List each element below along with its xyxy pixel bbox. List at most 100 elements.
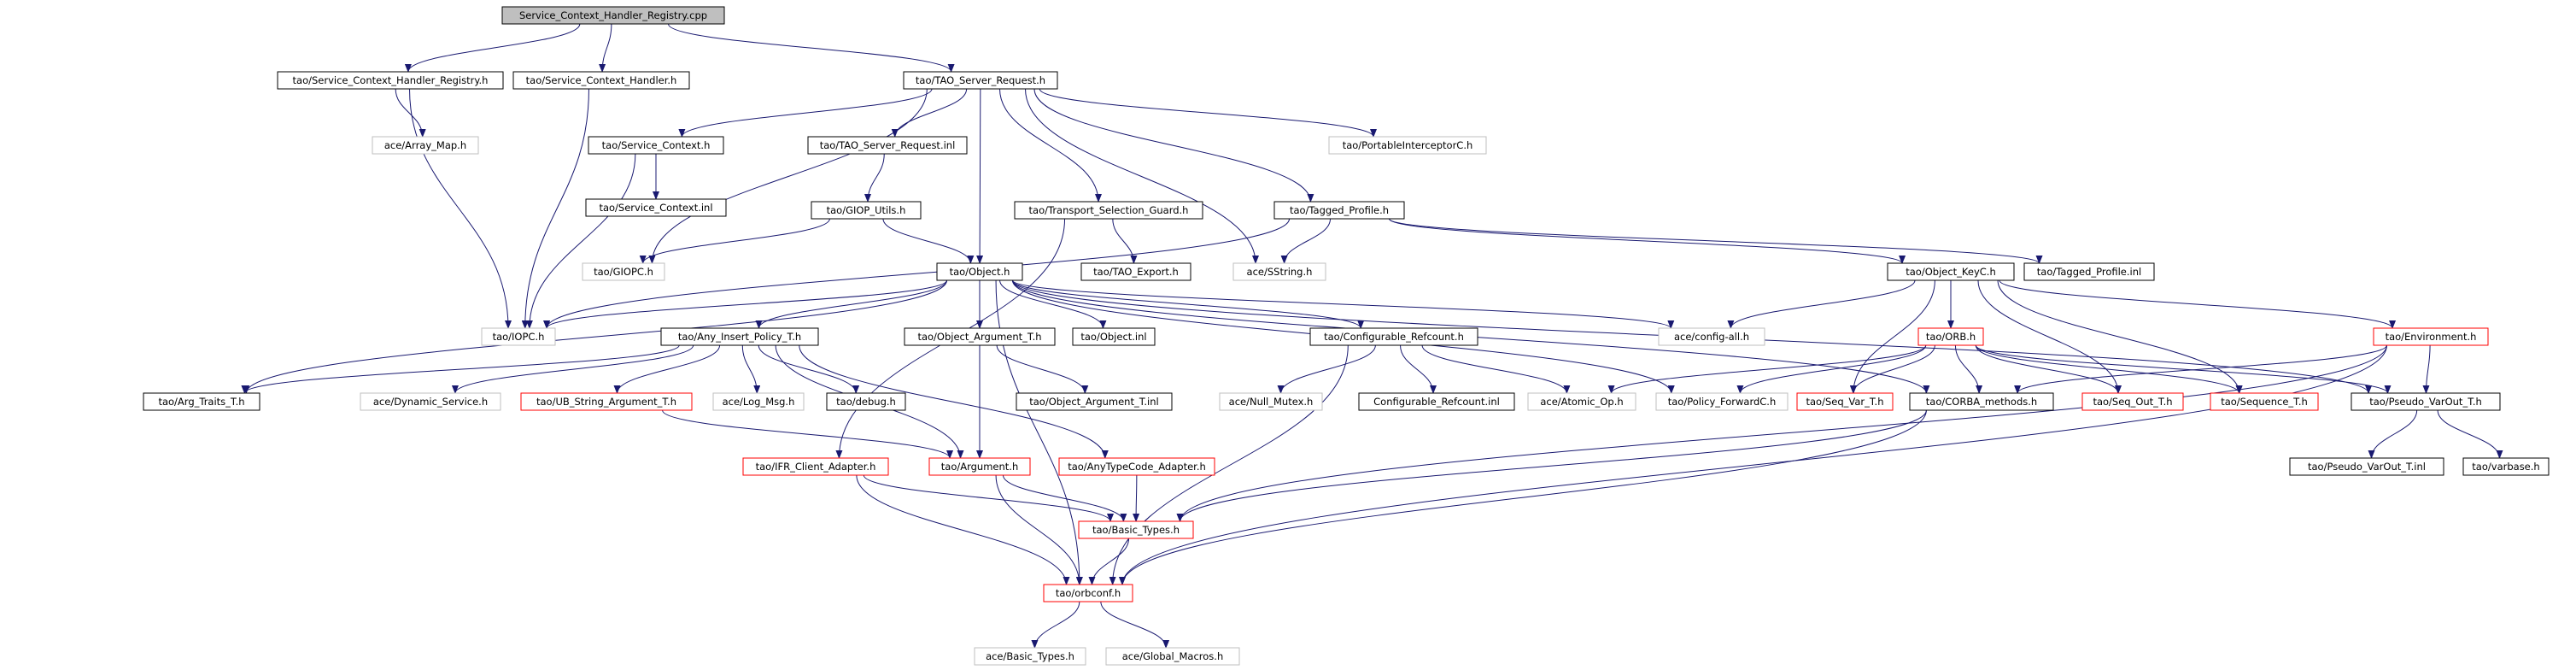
node-argument-h[interactable]: tao/Argument.h — [928, 457, 1031, 476]
node-varbase-h[interactable]: tao/varbase.h — [2462, 457, 2550, 476]
node-root: Service_Context_Handler_Registry.cpp — [501, 6, 725, 25]
node-label: tao/Configurable_Refcount.h — [1324, 331, 1464, 343]
node-ace-log-msg-h[interactable]: ace/Log_Msg.h — [712, 392, 805, 411]
node-pseudo-varout-t-inl[interactable]: tao/Pseudo_VarOut_T.inl — [2289, 457, 2444, 476]
edge-environment_h-to-pseudo_varout_t_h — [2422, 344, 2431, 394]
node-debug-h[interactable]: tao/debug.h — [826, 392, 906, 411]
node-label: tao/Service_Context.inl — [599, 202, 712, 214]
node-ace-sstring-h[interactable]: ace/SString.h — [1232, 262, 1326, 281]
node-object-h[interactable]: tao/Object.h — [936, 262, 1023, 281]
node-tao-export-h[interactable]: tao/TAO_Export.h — [1080, 262, 1191, 281]
node-portable-interceptor-c-h[interactable]: tao/PortableInterceptorC.h — [1328, 136, 1487, 155]
node-tao-server-request-h[interactable]: tao/TAO_Server_Request.h — [903, 71, 1058, 90]
node-ifr-client-adapter-h[interactable]: tao/IFR_Client_Adapter.h — [742, 457, 889, 476]
node-any-insert-policy-t-h[interactable]: tao/Any_Insert_Policy_T.h — [660, 327, 819, 346]
edge-any_insert_policy_t_h-to-anytypecode_adapter_h — [799, 344, 1109, 459]
node-ace-global-macros-h[interactable]: ace/Global_Macros.h — [1105, 647, 1240, 666]
node-label: tao/ORB.h — [1926, 331, 1976, 343]
node-tagged-profile-inl[interactable]: tao/Tagged_Profile.inl — [2023, 262, 2155, 281]
node-label: tao/Arg_Traits_T.h — [158, 396, 244, 408]
node-box — [936, 262, 1023, 281]
node-tagged-profile-h[interactable]: tao/Tagged_Profile.h — [1273, 201, 1405, 220]
edge-object_keyc_h-to-ace_config_all_h — [1727, 279, 1916, 329]
node-object-keyc-h[interactable]: tao/Object_KeyC.h — [1887, 262, 2015, 281]
node-anytypecode-adapter-h[interactable]: tao/AnyTypeCode_Adapter.h — [1058, 457, 1215, 476]
edge-tao_server_request_h-to-giopc_h — [648, 88, 928, 264]
node-service-context-inl[interactable]: tao/Service_Context.inl — [585, 198, 727, 217]
node-label: tao/orbconf.h — [1056, 587, 1121, 599]
node-policy-forwardc-h[interactable]: tao/Policy_ForwardC.h — [1655, 392, 1789, 411]
node-giopc-h[interactable]: tao/GIOPC.h — [582, 262, 665, 281]
node-label: tao/TAO_Server_Request.h — [916, 74, 1045, 86]
node-box — [712, 392, 805, 411]
node-box — [143, 392, 261, 411]
node-box — [1658, 327, 1765, 346]
node-box — [1527, 392, 1636, 411]
nodes-layer: Service_Context_Handler_Registry.cpp tao/… — [143, 6, 2550, 666]
edge-object_h-to-configurable_refcount_h — [1011, 279, 1365, 329]
edge-environment_h-to-basic_types_h — [1176, 344, 2387, 522]
node-tao-server-request-inl[interactable]: tao/TAO_Server_Request.inl — [807, 136, 968, 155]
node-ace-dynamic-service-h[interactable]: ace/Dynamic_Service.h — [360, 392, 501, 411]
node-array-map-h[interactable]: ace/Array_Map.h — [372, 136, 479, 155]
node-box — [1909, 392, 2054, 411]
node-service-context-h[interactable]: tao/Service_Context.h — [588, 136, 724, 155]
node-configurable-refcount-inl[interactable]: Configurable_Refcount.inl — [1358, 392, 1515, 411]
node-pseudo-varout-t-h[interactable]: tao/Pseudo_VarOut_T.h — [2351, 392, 2501, 411]
node-box — [1232, 262, 1326, 281]
node-box — [2462, 457, 2550, 476]
node-object-argument-t-h[interactable]: tao/Object_Argument_T.h — [904, 327, 1056, 346]
node-corba-methods-h[interactable]: tao/CORBA_methods.h — [1909, 392, 2054, 411]
edge-environment_h-to-orbconf_h — [1119, 344, 2387, 585]
node-environment-h[interactable]: tao/Environment.h — [2373, 327, 2489, 346]
node-label: tao/Service_Context_Handler_Registry.h — [293, 74, 489, 86]
node-giop-utils-h[interactable]: tao/GIOP_Utils.h — [811, 201, 922, 220]
node-label: tao/Object.inl — [1080, 331, 1146, 343]
node-box — [742, 457, 889, 476]
node-ace-atomic-op-h[interactable]: ace/Atomic_Op.h — [1527, 392, 1636, 411]
edge-service_context_h-to-iopc_h — [525, 153, 636, 329]
node-label: tao/Object_Argument_T.inl — [1029, 396, 1158, 408]
node-ace-config-all-h[interactable]: ace/config-all.h — [1658, 327, 1765, 346]
edge-orb_h-to-pseudo_varout_t_h — [1975, 344, 2392, 394]
node-iopc-h[interactable]: tao/IOPC.h — [481, 327, 556, 346]
edge-anytypecode_adapter_h-to-basic_types_h — [1133, 474, 1140, 522]
node-seq-out-t-h[interactable]: tao/Seq_Out_T.h — [2081, 392, 2184, 411]
node-label: tao/Pseudo_VarOut_T.h — [2369, 396, 2482, 408]
node-box — [588, 136, 724, 155]
node-object-inl[interactable]: tao/Object.inl — [1072, 327, 1156, 346]
node-configurable-refcount-h[interactable]: tao/Configurable_Refcount.h — [1309, 327, 1478, 346]
node-ace-null-mutex-h[interactable]: ace/Null_Mutex.h — [1219, 392, 1323, 411]
node-sch-h[interactable]: tao/Service_Context_Handler.h — [512, 71, 690, 90]
edge-any_insert_policy_t_h-to-debug_h — [758, 344, 860, 394]
node-box — [1328, 136, 1487, 155]
edge-pseudo_varout_t_h-to-varbase_h — [2437, 409, 2503, 459]
node-label: tao/Tagged_Profile.h — [1290, 204, 1389, 216]
node-basic-types-h[interactable]: tao/Basic_Types.h — [1078, 520, 1194, 539]
node-label: tao/IFR_Client_Adapter.h — [756, 461, 876, 473]
edge-orbconf_h-to-ace_basic_types_h — [1031, 601, 1080, 649]
edge-tagged_profile_h-to-ace_sstring_h — [1280, 218, 1331, 264]
node-arg-traits-t-h[interactable]: tao/Arg_Traits_T.h — [143, 392, 261, 411]
node-box — [1796, 392, 1894, 411]
node-box — [1016, 392, 1173, 411]
edge-sch_h-to-iopc_h — [521, 88, 589, 329]
node-ace-basic-types-h[interactable]: ace/Basic_Types.h — [974, 647, 1086, 666]
edge-configurable_refcount_h-to-ace_atomic_op_h — [1421, 344, 1571, 394]
node-box — [903, 71, 1058, 90]
node-label: tao/Sequence_T.h — [2221, 396, 2308, 408]
node-sequence-t-h[interactable]: tao/Sequence_T.h — [2210, 392, 2319, 411]
node-orbconf-h[interactable]: tao/orbconf.h — [1043, 584, 1133, 602]
node-box — [512, 71, 690, 90]
node-orb-h[interactable]: tao/ORB.h — [1917, 327, 1984, 346]
node-seq-var-t-h[interactable]: tao/Seq_Var_T.h — [1796, 392, 1894, 411]
node-box — [360, 392, 501, 411]
node-ub-string-argument-t-h[interactable]: tao/UB_String_Argument_T.h — [520, 392, 693, 411]
node-label: ace/config-all.h — [1674, 331, 1749, 343]
node-label: tao/Argument.h — [941, 461, 1018, 473]
node-sch-registry-h[interactable]: tao/Service_Context_Handler_Registry.h — [277, 71, 504, 90]
node-transport-selection-guard-h[interactable]: tao/Transport_Selection_Guard.h — [1014, 201, 1203, 220]
edge-any_insert_policy_t_h-to-ace_dynamic_service_h — [452, 344, 694, 394]
node-object-argument-t-inl[interactable]: tao/Object_Argument_T.inl — [1016, 392, 1173, 411]
edge-tao_server_request_h-to-service_context_h — [678, 88, 933, 138]
